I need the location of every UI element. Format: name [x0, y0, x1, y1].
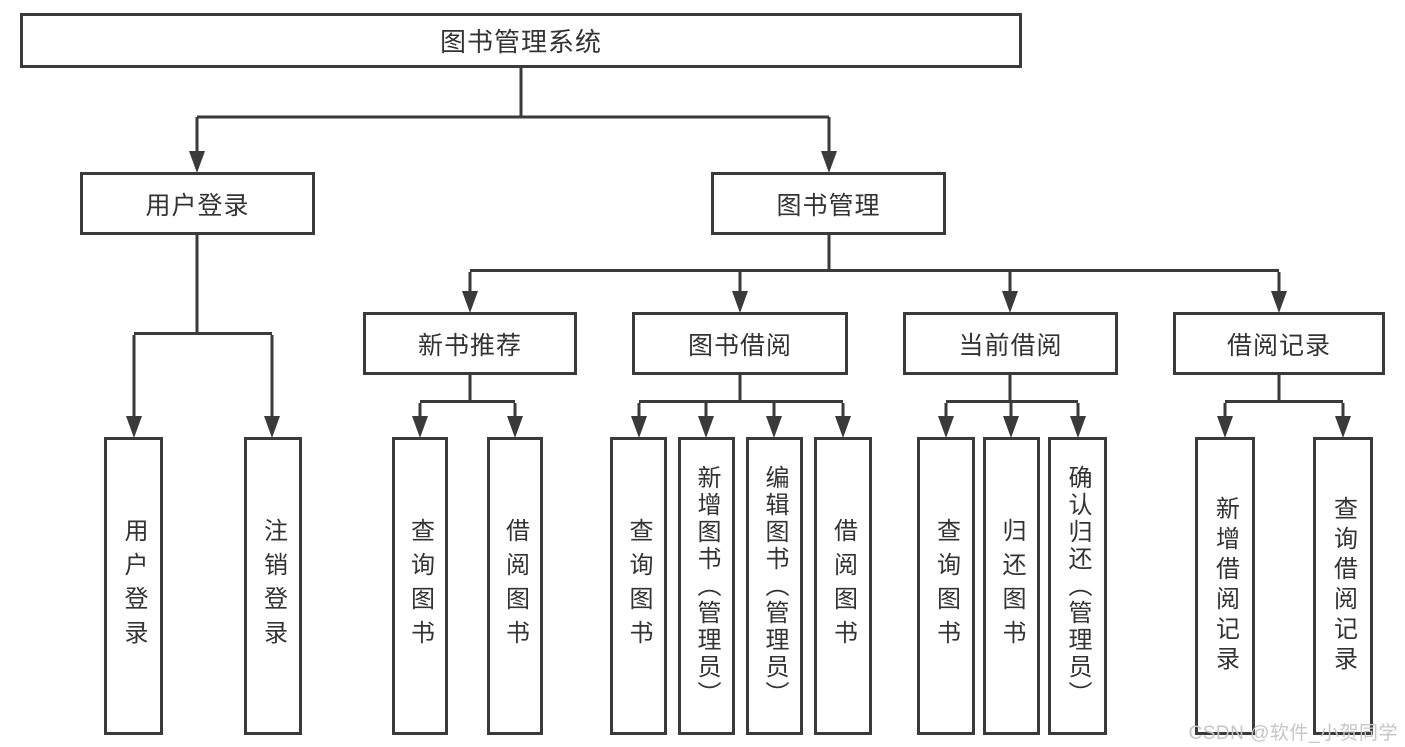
node-book-borrowing: 图书借阅 — [632, 312, 848, 375]
node-book-management: 图书管理 — [711, 172, 946, 235]
node-label: 查询图书 — [406, 518, 434, 654]
csdn-watermark: CSDN @软件_小贺同学 — [1188, 723, 1398, 744]
node-label: 编辑图书（管理员） — [761, 464, 788, 708]
node-label: 新增借阅记录 — [1211, 496, 1239, 676]
leaf-borrow-books-2: 借阅图书 — [814, 437, 872, 735]
node-label: 借阅图书 — [829, 518, 857, 654]
leaf-return-books: 归还图书 — [983, 437, 1040, 735]
leaf-user-login: 用户登录 — [104, 437, 163, 735]
leaf-add-books-admin: 新增图书（管理员） — [678, 437, 735, 735]
node-new-book-recommendation: 新书推荐 — [363, 312, 577, 375]
node-label: 图书管理系统 — [439, 27, 602, 57]
node-label: 新增图书（管理员） — [693, 464, 720, 708]
node-label: 用户登录 — [120, 518, 147, 654]
leaf-borrow-books-1: 借阅图书 — [487, 437, 543, 735]
node-label: 归还图书 — [998, 518, 1025, 654]
node-library-management-system: 图书管理系统 — [20, 13, 1022, 68]
node-label: 确认归还（管理员） — [1064, 464, 1091, 708]
leaf-query-books-1: 查询图书 — [392, 437, 448, 735]
node-borrowing-records: 借阅记录 — [1173, 312, 1385, 375]
leaf-add-borrow-record: 新增借阅记录 — [1195, 437, 1255, 735]
node-label: 注销登录 — [259, 518, 287, 654]
node-label: 用户登录 — [145, 191, 250, 220]
node-label: 新书推荐 — [417, 331, 522, 360]
node-label: 当前借阅 — [958, 331, 1063, 360]
leaf-query-books-3: 查询图书 — [917, 437, 975, 735]
node-label: 查询图书 — [625, 518, 652, 654]
node-label: 借阅图书 — [501, 518, 529, 654]
leaf-query-books-2: 查询图书 — [610, 437, 667, 735]
leaf-query-borrow-record: 查询借阅记录 — [1313, 437, 1373, 735]
node-label: 借阅记录 — [1226, 331, 1331, 360]
node-label: 图书借阅 — [687, 331, 792, 360]
node-label: 图书管理 — [776, 191, 881, 220]
node-user-login: 用户登录 — [80, 172, 315, 235]
leaf-confirm-return-admin: 确认归还（管理员） — [1048, 437, 1107, 735]
node-label: 查询图书 — [932, 518, 960, 654]
leaf-edit-books-admin: 编辑图书（管理员） — [746, 437, 803, 735]
leaf-logout: 注销登录 — [244, 437, 302, 735]
node-current-borrowing: 当前借阅 — [903, 312, 1118, 375]
node-label: 查询借阅记录 — [1329, 496, 1357, 676]
